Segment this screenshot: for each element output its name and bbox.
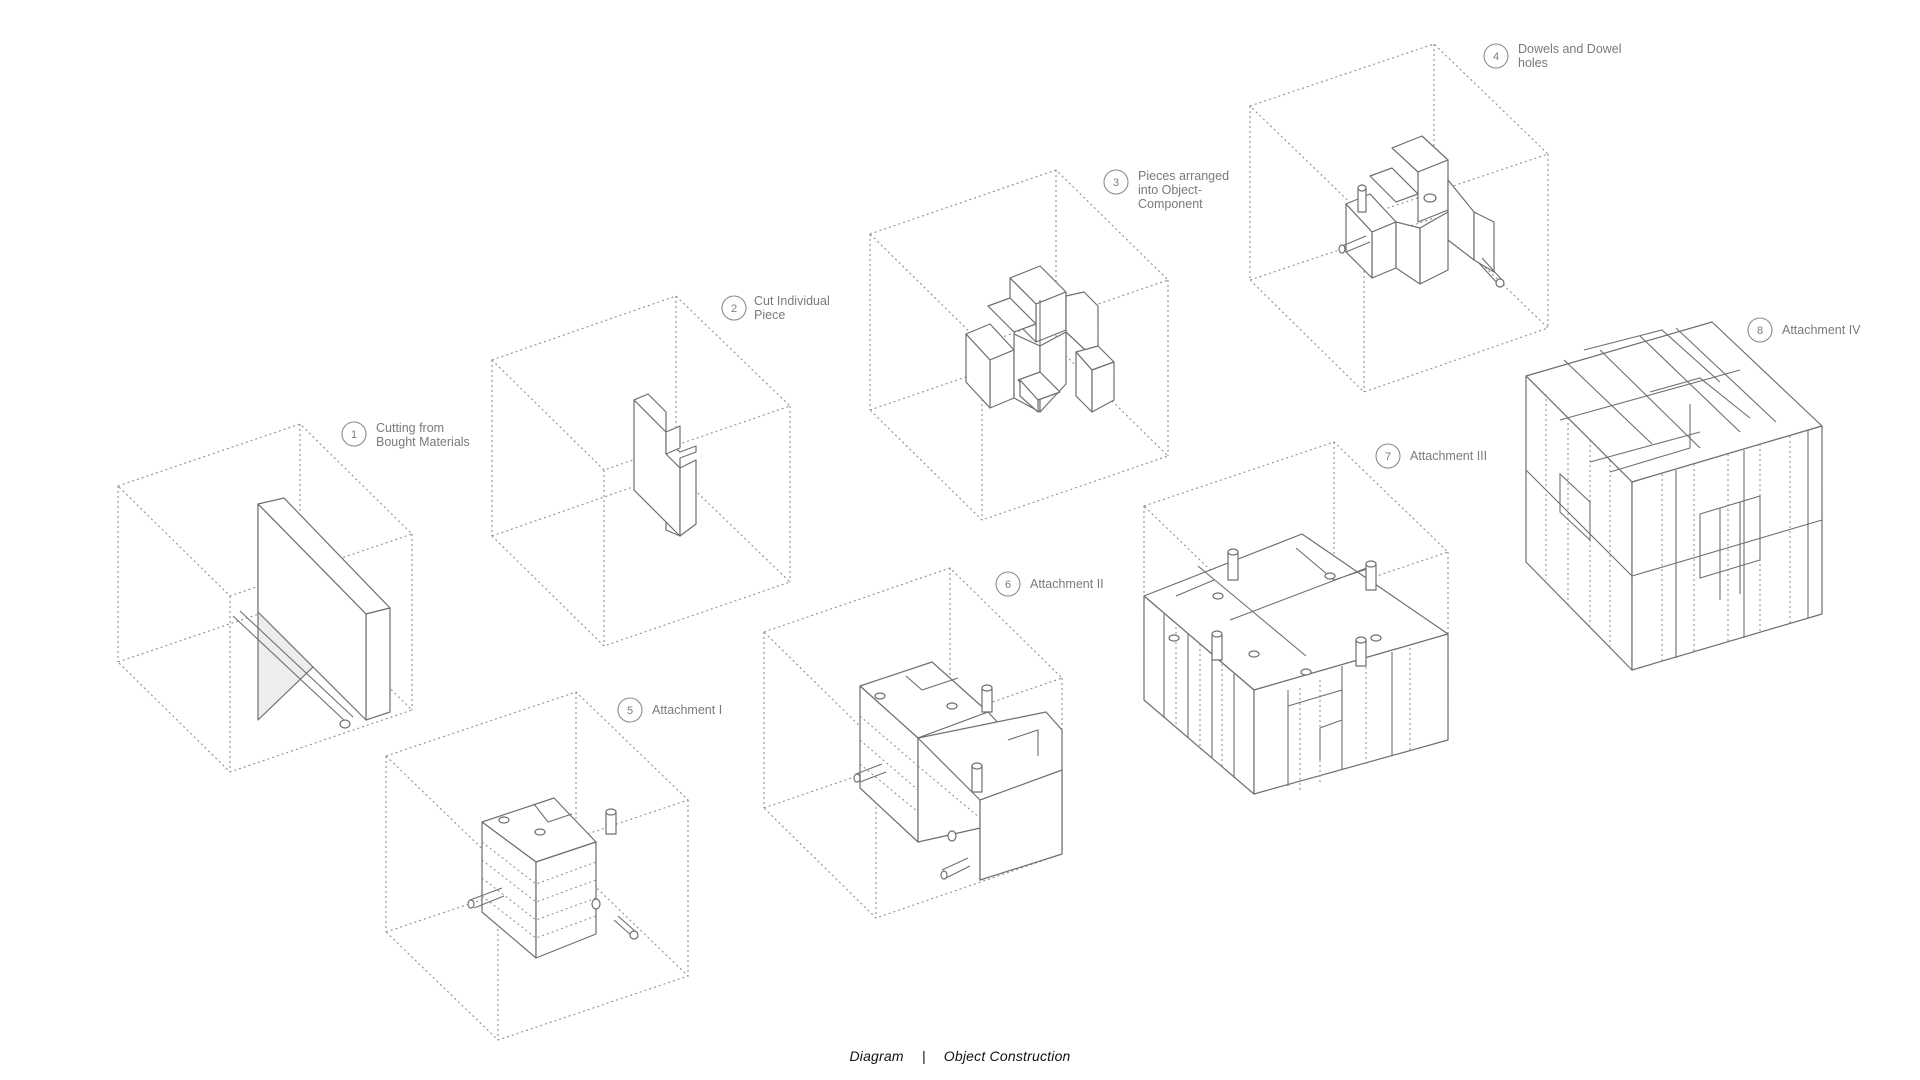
step-2-label-line-1: Cut Individual xyxy=(754,294,830,308)
step-7-object xyxy=(1143,533,1449,795)
step-8-label: Attachment IV xyxy=(1782,323,1861,337)
step-2-badge xyxy=(721,295,747,321)
step-7-number: 7 xyxy=(1385,451,1391,463)
step-3-badge xyxy=(1103,169,1129,195)
step-6-object xyxy=(853,661,1063,881)
step-5-marker: 5 Attachment I xyxy=(617,697,722,723)
step-3-label-line-3: Component xyxy=(1138,197,1203,211)
step-5-label: Attachment I xyxy=(652,703,722,717)
step-4-number: 4 xyxy=(1493,51,1499,63)
step-3-marker: 3 Pieces arranged into Object- Component xyxy=(1103,169,1229,211)
step-7-label: Attachment III xyxy=(1410,449,1487,463)
step-8-badge xyxy=(1747,317,1773,343)
step-1-label-line-1: Cutting from xyxy=(376,421,444,435)
step-4-label-line-2: holes xyxy=(1518,56,1548,70)
step-3-number: 3 xyxy=(1113,177,1119,189)
step-3-label-line-1: Pieces arranged xyxy=(1138,169,1229,183)
step-8-object xyxy=(1525,321,1823,671)
diagram-caption: Diagram | Object Construction xyxy=(0,1048,1920,1064)
step-5-badge xyxy=(617,697,643,723)
step-1-number: 1 xyxy=(351,429,357,441)
step-2-number: 2 xyxy=(731,303,737,315)
step-4-badge xyxy=(1483,43,1509,69)
step-5-box xyxy=(384,691,690,1041)
step-1-object xyxy=(232,497,391,729)
step-6-label: Attachment II xyxy=(1030,577,1104,591)
step-1-badge xyxy=(341,421,367,447)
step-6-marker: 6 Attachment II xyxy=(995,571,1104,597)
caption-left: Diagram xyxy=(849,1048,904,1064)
caption-separator: | xyxy=(921,1048,926,1064)
step-4-marker: 4 Dowels and Dowel holes xyxy=(1483,42,1622,70)
step-7-marker: 7 Attachment III xyxy=(1375,443,1487,469)
step-2-marker: 2 Cut Individual Piece xyxy=(721,294,830,322)
step-4-label-line-1: Dowels and Dowel xyxy=(1518,42,1622,56)
step-5-object xyxy=(467,797,639,959)
step-6-badge xyxy=(995,571,1021,597)
step-1-label-line-2: Bought Materials xyxy=(376,435,470,449)
step-2-label-line-2: Piece xyxy=(754,308,785,322)
step-4-object xyxy=(1338,135,1505,288)
step-3-label-line-2: into Object- xyxy=(1138,183,1202,197)
step-3-object xyxy=(965,265,1115,413)
step-8-number: 8 xyxy=(1757,325,1763,337)
step-6-number: 6 xyxy=(1005,579,1011,591)
step-5-number: 5 xyxy=(627,705,633,717)
caption-right: Object Construction xyxy=(943,1048,1071,1064)
step-4-box xyxy=(1248,43,1550,393)
step-1-marker: 1 Cutting from Bought Materials xyxy=(341,421,470,449)
step-7-badge xyxy=(1375,443,1401,469)
step-8-marker: 8 Attachment IV xyxy=(1747,317,1861,343)
step-2-object xyxy=(633,393,697,537)
